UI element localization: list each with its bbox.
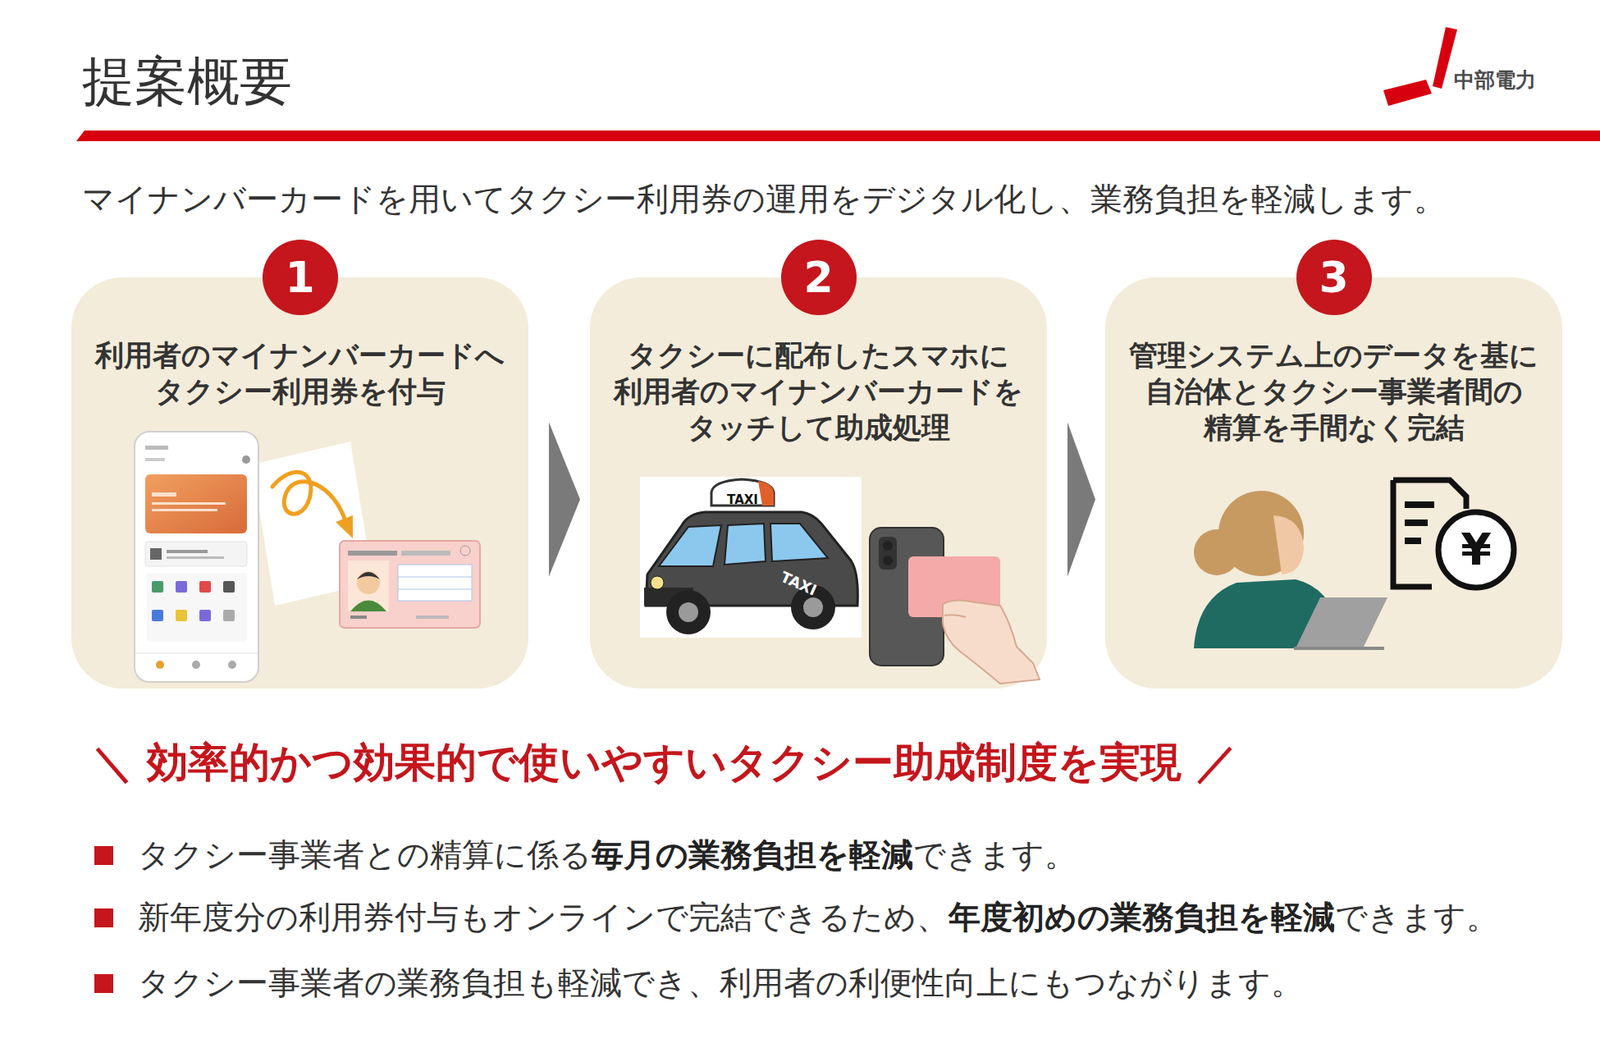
subtitle: マイナンバーカードを用いてタクシー利用券の運用をデジタル化し、業務負担を軽減しま…	[82, 179, 1446, 220]
phone	[134, 431, 259, 682]
bullet-square	[94, 908, 114, 928]
logo-text: 中部電力	[1453, 67, 1536, 93]
bullet-row: タクシー事業者の業務負担も軽減でき、利用者の利便性向上にもつながります。	[94, 963, 1303, 1004]
taxi-ground	[640, 476, 862, 638]
windshield	[658, 525, 722, 567]
step-chevron	[548, 422, 581, 577]
mynumber-card	[339, 540, 480, 628]
title-band	[76, 130, 1600, 142]
bullet-text: できます。	[913, 835, 1077, 876]
step-number: 2	[803, 256, 833, 299]
bullet-emphasis: 毎月の業務負担を軽減	[591, 835, 914, 876]
wheel	[666, 589, 711, 635]
bullet-text: タクシー事業者の業務負担も軽減でき、利用者の利便性向上にもつながります。	[137, 963, 1303, 1004]
step-box: タクシーに配布したスマホに 利用者のマイナンバーカードを タッチして助成処理2T…	[589, 277, 1047, 689]
yen-symbol: ¥	[1439, 521, 1514, 579]
step-text-area: 管理システム上のデータを基に 自治体とタクシー事業者間の 精算を手間なく完結	[1123, 338, 1545, 446]
step-description: 利用者のマイナンバーカードへ タクシー利用券を付与	[89, 338, 511, 411]
bullet-row: 新年度分の利用券付与もオンラインで完結できるため、年度初めの業務負担を軽減できま…	[94, 897, 1499, 938]
bullet-text: タクシー事業者との精算に係る	[137, 835, 592, 876]
bullet-square	[94, 973, 114, 993]
head	[1218, 490, 1304, 576]
document	[1393, 480, 1467, 509]
step-text-area: 利用者のマイナンバーカードへ タクシー利用券を付与	[89, 338, 511, 411]
step-chevron	[1067, 422, 1096, 577]
step-box: 管理システム上のデータを基に 自治体とタクシー事業者間の 精算を手間なく完結3¥	[1105, 277, 1563, 689]
yen-coin	[1438, 512, 1514, 588]
step-number-circle: 2	[781, 239, 857, 316]
page-title: 提案概要	[82, 45, 293, 118]
step-number: 3	[1318, 256, 1349, 299]
taxi-sign-text: TAXI	[711, 492, 774, 508]
logo-mark	[1383, 79, 1432, 106]
step-description: 管理システム上のデータを基に 自治体とタクシー事業者間の 精算を手間なく完結	[1123, 338, 1545, 446]
step-number-circle: 3	[1296, 239, 1372, 316]
logo-mark	[1432, 27, 1458, 89]
step-number: 1	[284, 256, 315, 299]
bullet-square	[94, 845, 114, 865]
bullet-text: できます。	[1334, 897, 1499, 938]
hand	[942, 599, 1040, 684]
bullet-text: 新年度分の利用券付与もオンラインで完結できるため、	[137, 897, 949, 938]
app-card	[145, 474, 247, 534]
step-number-circle: 1	[262, 239, 339, 316]
step-box: 利用者のマイナンバーカードへ タクシー利用券を付与1	[71, 277, 529, 689]
step-description: タクシーに配布したスマホに 利用者のマイナンバーカードを タッチして助成処理	[608, 338, 1029, 446]
bullet-row: タクシー事業者との精算に係る毎月の業務負担を軽減できます。	[94, 835, 1077, 876]
tagline: ＼ 効率的かつ効果的で使いやすいタクシー助成制度を実現 ／	[91, 736, 1238, 789]
laptop	[1295, 597, 1388, 649]
flow-arrow	[272, 471, 347, 524]
bullet-emphasis: 年度初めの業務負担を軽減	[948, 897, 1335, 938]
step-text-area: タクシーに配布したスマホに 利用者のマイナンバーカードを タッチして助成処理	[608, 338, 1029, 446]
